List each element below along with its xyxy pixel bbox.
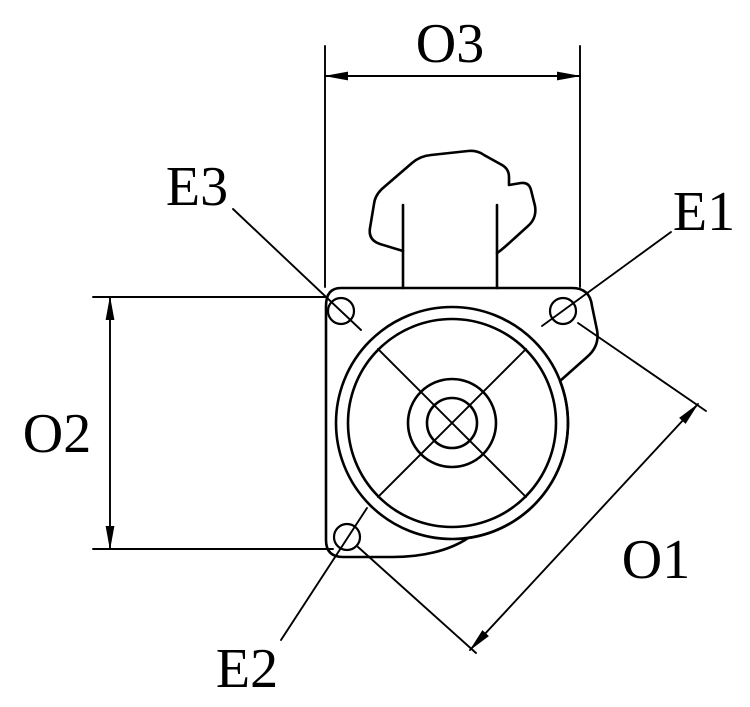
callout-e3: E3 — [166, 156, 362, 331]
o1-dimension-line — [469, 403, 699, 651]
starter-flange-outline — [324, 149, 599, 559]
e1-leader-line — [541, 231, 672, 327]
mounting-hole-e3 — [326, 296, 356, 326]
callout-e2: E2 — [216, 507, 368, 700]
label-e1: E1 — [673, 181, 735, 243]
mounting-hole-e2 — [332, 522, 362, 552]
label-o2: O2 — [23, 403, 91, 465]
e3-leader-line — [232, 208, 362, 331]
label-e3: E3 — [166, 156, 228, 218]
e2-leader-line — [280, 507, 368, 641]
o1-extension-line-top — [577, 322, 707, 412]
label-o3: O3 — [416, 13, 484, 75]
dimension-o1: O1 — [357, 322, 707, 654]
callout-e1: E1 — [541, 181, 735, 327]
label-e2: E2 — [216, 638, 278, 700]
o1-extension-line-bottom — [357, 546, 477, 654]
dimension-o2: O2 — [23, 296, 334, 550]
solenoid-housing-outline — [368, 149, 537, 255]
label-o1: O1 — [622, 529, 690, 591]
cross-line-2 — [377, 348, 527, 498]
dimension-o3: O3 — [324, 13, 581, 288]
mounting-hole-e1 — [548, 296, 578, 326]
